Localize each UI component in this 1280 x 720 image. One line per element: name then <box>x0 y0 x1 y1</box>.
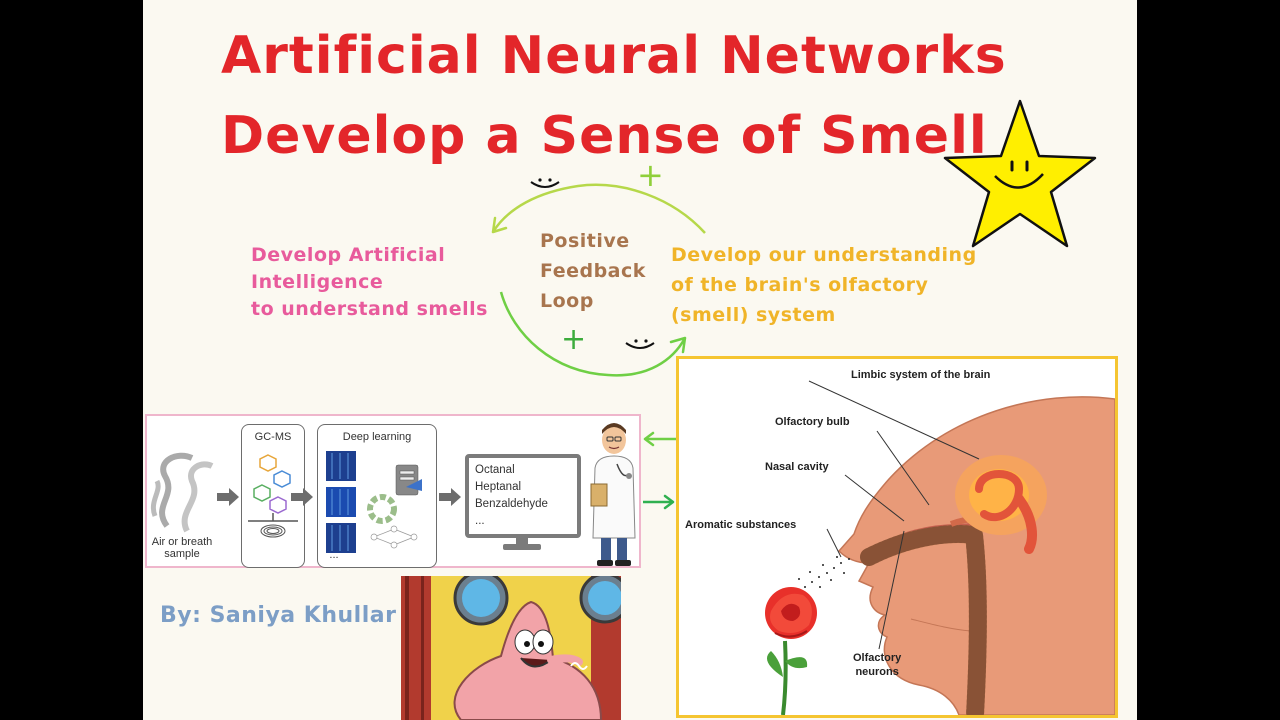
title-line-1: Artificial Neural Networks <box>221 26 1007 86</box>
plus-sign-top: + <box>637 156 665 194</box>
smiley-face-icon <box>625 339 655 349</box>
deep-learning-ellipsis: ... <box>329 549 339 561</box>
smiley-face-icon <box>530 178 560 188</box>
cartoon-starfish-illustration <box>401 576 621 720</box>
feedback-loop-label: Positive Feedback Loop <box>540 230 646 312</box>
ml-pipeline-figure: Air or breath sample GC-MS Deep learning <box>145 414 641 568</box>
label-limbic-system: Limbic system of the brain <box>851 369 991 381</box>
head-illustration <box>788 380 1115 715</box>
title-line-2: Develop a Sense of Smell <box>221 106 988 166</box>
smoke-icon <box>150 452 214 533</box>
arrow-icon <box>439 488 461 506</box>
smiley-star-icon <box>943 99 1097 248</box>
arrow-icon <box>291 488 313 506</box>
label-olfactory-bulb: Olfactory bulb <box>775 416 850 428</box>
output-item: ... <box>475 515 485 527</box>
arrow-icon <box>217 488 239 506</box>
monitor-icon: Octanal Heptanal Benzaldehyde ... <box>465 454 581 538</box>
output-item: Octanal <box>475 464 515 476</box>
label-nasal-cavity: Nasal cavity <box>765 461 829 473</box>
connector-arrows <box>643 431 677 510</box>
cartoon-image <box>401 576 621 720</box>
olfactory-anatomy-figure: Limbic system of the brain Olfactory bul… <box>676 356 1118 718</box>
label-aromatic-substances: Aromatic substances <box>685 519 797 531</box>
monitor-stand <box>503 534 541 550</box>
deep-learning-box: Deep learning <box>317 424 437 568</box>
ai-note: Develop Artificial Intelligence to under… <box>251 244 488 320</box>
deep-learning-label: Deep learning <box>342 431 412 443</box>
rose-icon <box>765 587 817 715</box>
spectrogram-icon <box>326 451 422 553</box>
gcms-label: GC-MS <box>254 431 292 443</box>
scientist-icon <box>590 423 636 566</box>
slide: Artificial Neural Networks Develop a Sen… <box>143 0 1137 720</box>
output-list: Octanal Heptanal Benzaldehyde ... <box>475 462 548 530</box>
sample-label: Air or breath sample <box>151 536 213 560</box>
feedback-loop-arrows <box>491 183 706 377</box>
author-credit: By: Saniya Khullar <box>160 603 397 628</box>
brain-understanding-note: Develop our understanding of the brain's… <box>671 244 977 326</box>
output-item: Heptanal <box>475 481 522 493</box>
molecule-icon <box>248 454 298 538</box>
output-item: Benzaldehyde <box>475 498 548 510</box>
gcms-box: GC-MS <box>241 424 305 568</box>
plus-sign-bottom: + <box>561 322 587 357</box>
label-olfactory-neurons: Olfactory neurons <box>853 652 902 678</box>
